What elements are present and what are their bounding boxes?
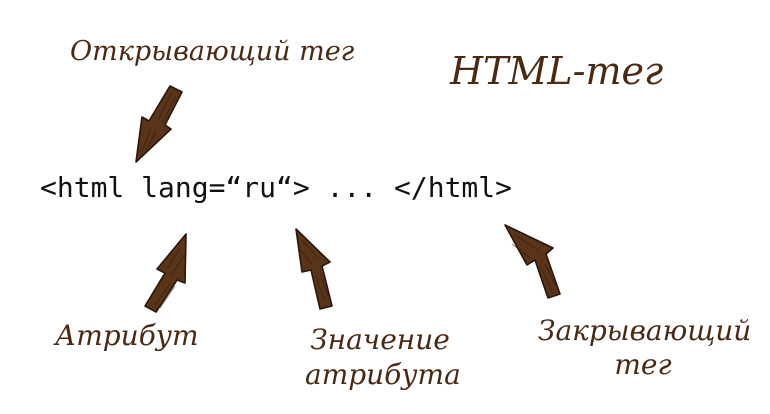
attribute-label: Атрибут [55,319,199,352]
attribute-value-label-line-2: атрибута [305,358,461,391]
closing-tag-arrow-icon [504,224,561,299]
html-code-line: <html lang=“ru“> ... </html> [40,171,513,204]
closing-tag-label: Закрывающий тег [538,314,752,382]
diagram-title: HTML-тег [450,49,664,93]
opening-tag-arrow-icon [135,85,183,163]
closing-tag-label-line-1: Закрывающий [538,314,752,347]
opening-tag-label: Открывающий тег [70,36,355,67]
attribute-arrow-icon [144,233,187,313]
attribute-value-label: Значение атрибута [305,322,461,392]
attribute-value-label-line-1: Значение [310,323,450,356]
attribute-value-arrow-icon [295,228,333,310]
closing-tag-label-line-2: тег [614,348,672,382]
